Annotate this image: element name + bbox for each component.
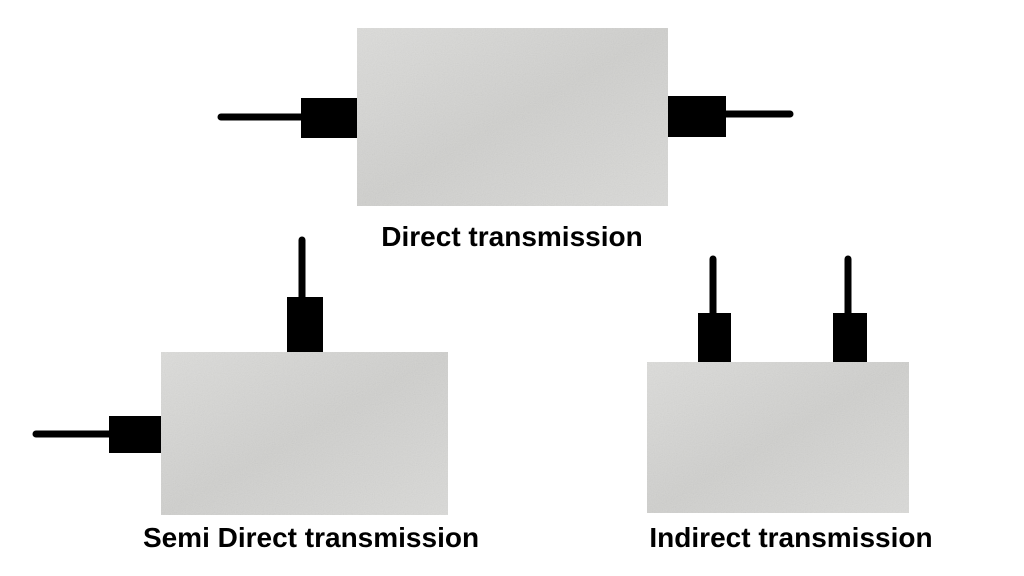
indirect-transmission-caption: Indirect transmission (649, 522, 932, 553)
concrete-block-icon (647, 362, 909, 513)
semi-direct-transmission-caption: Semi Direct transmission (143, 522, 479, 553)
right-transducer-icon (668, 96, 794, 137)
semi-direct-transmission-setup: Semi Direct transmission (32, 236, 479, 553)
left-transducer-icon (217, 98, 357, 138)
top-transducer-icon (287, 236, 323, 352)
concrete-block-icon (161, 352, 448, 515)
first-transducer-icon (698, 255, 731, 362)
concrete-block-icon (357, 28, 668, 206)
indirect-transmission-setup: Indirect transmission (647, 255, 933, 553)
direct-transmission-setup: Direct transmission (217, 28, 794, 252)
second-transducer-icon (833, 255, 867, 362)
side-transducer-icon (32, 416, 161, 453)
direct-transmission-caption: Direct transmission (381, 221, 642, 252)
